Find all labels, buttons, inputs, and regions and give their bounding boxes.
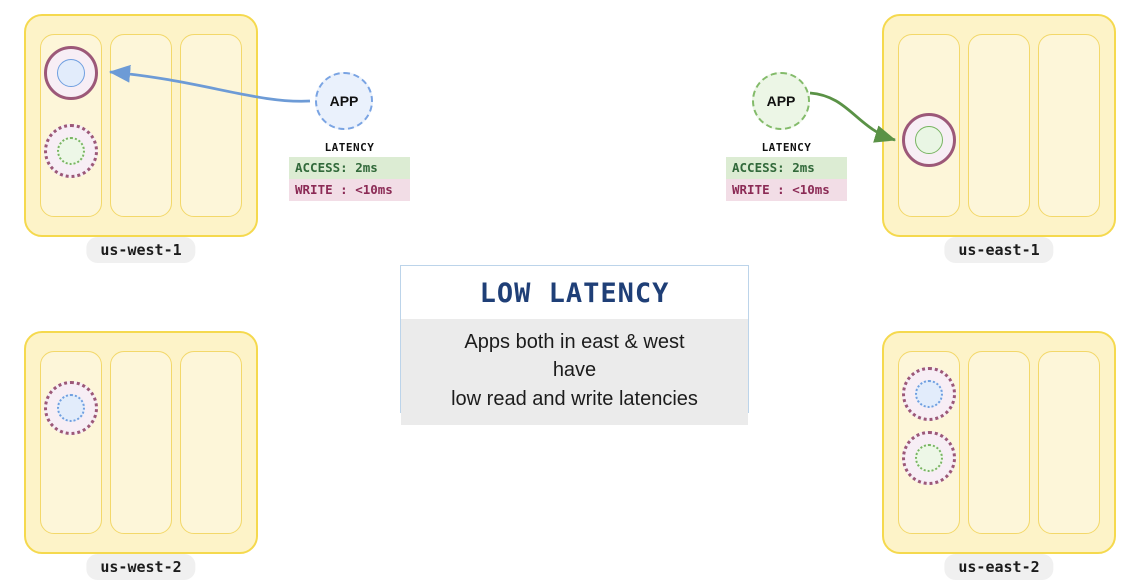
region-us-west-2[interactable]: us-west-2	[24, 331, 258, 580]
data-core-blue-icon	[57, 59, 85, 87]
region-us-east-1[interactable]: us-east-1	[882, 14, 1116, 263]
data-core-green-dotted-icon	[57, 137, 85, 165]
low-latency-info-card: LOW LATENCY Apps both in east & west hav…	[400, 265, 749, 426]
region-label-us-west-1: us-west-1	[86, 237, 196, 263]
latency-write-row: WRITE : <10ms	[726, 179, 847, 202]
availability-zone-3	[1038, 351, 1100, 534]
region-label-us-east-2: us-east-2	[944, 554, 1054, 580]
region-us-west-1[interactable]: us-west-1	[24, 14, 258, 263]
app-node-east[interactable]: APP	[752, 72, 810, 130]
info-card-line-1: Apps both in east & west	[464, 331, 685, 353]
region-label-us-east-1: us-east-1	[944, 237, 1054, 263]
data-core-blue-dotted-icon	[57, 394, 85, 422]
latency-access-row: ACCESS: 2ms	[289, 157, 410, 180]
info-card-line-3: low read and write latencies	[451, 387, 698, 410]
data-node-primary-blue[interactable]	[44, 46, 98, 100]
data-core-green-dotted-icon	[915, 444, 943, 472]
availability-zone-3	[180, 351, 242, 534]
data-node-dotted-green[interactable]	[902, 431, 956, 485]
latency-panel-east: LATENCY ACCESS: 2ms WRITE : <10ms	[726, 141, 847, 202]
data-node-primary-green[interactable]	[902, 113, 956, 167]
availability-zone-2	[110, 351, 172, 534]
latency-title: LATENCY	[324, 141, 375, 154]
availability-zone-3	[180, 34, 242, 217]
info-card-heading: LOW LATENCY	[479, 278, 670, 309]
data-node-dotted-blue[interactable]	[44, 381, 98, 435]
app-label: APP	[329, 93, 359, 109]
latency-write-row: WRITE : <10ms	[289, 179, 410, 202]
info-card-header: LOW LATENCY	[401, 266, 748, 319]
info-card-line-2: have	[552, 359, 597, 382]
data-core-blue-dotted-icon	[915, 380, 943, 408]
data-node-dotted-green[interactable]	[44, 124, 98, 178]
latency-panel-west: LATENCY ACCESS: 2ms WRITE : <10ms	[289, 141, 410, 202]
availability-zone-2	[968, 34, 1030, 217]
latency-access-row: ACCESS: 2ms	[726, 157, 847, 180]
availability-zone-2	[110, 34, 172, 217]
availability-zone-3	[1038, 34, 1100, 217]
region-us-east-2[interactable]: us-east-2	[882, 331, 1116, 580]
availability-zone-1	[40, 351, 102, 534]
app-label: APP	[766, 93, 796, 109]
region-label-us-west-2: us-west-2	[86, 554, 196, 580]
data-core-green-icon	[915, 126, 943, 154]
data-node-dotted-blue[interactable]	[902, 367, 956, 421]
app-node-west[interactable]: APP	[315, 72, 373, 130]
availability-zone-2	[968, 351, 1030, 534]
latency-title: LATENCY	[761, 141, 812, 154]
info-card-body: Apps both in east & west have low read a…	[401, 319, 748, 426]
